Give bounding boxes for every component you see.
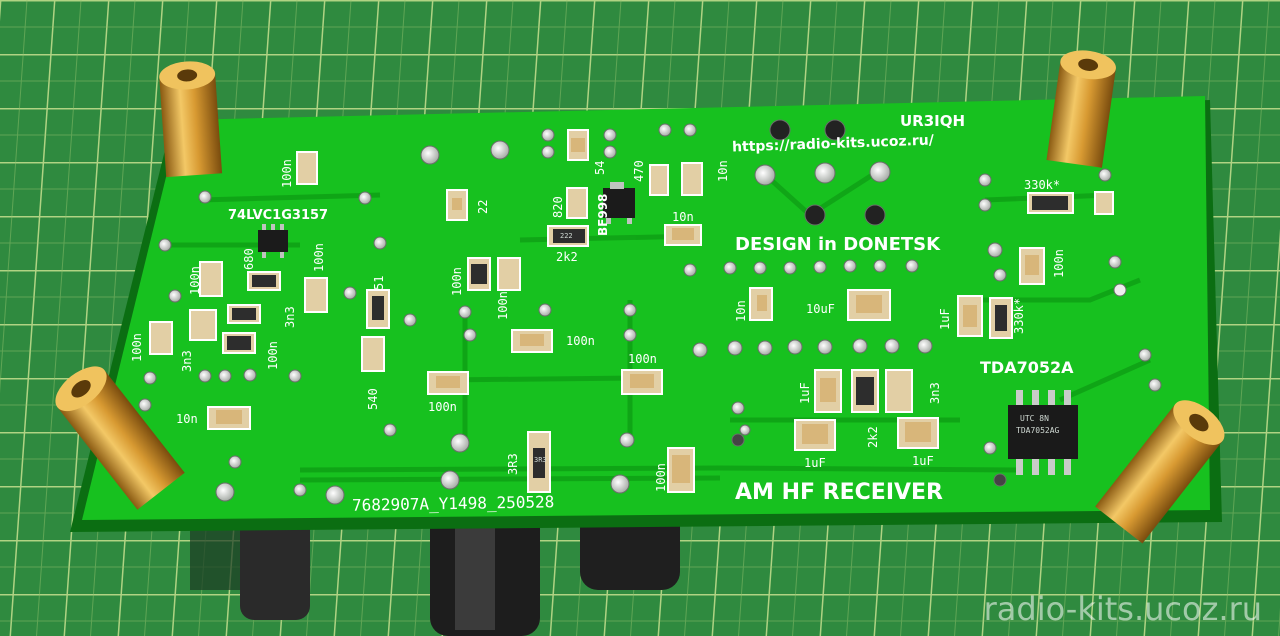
label-100n-k: 100n [654, 463, 668, 492]
label-680: 680 [242, 248, 256, 270]
chip-marking-2: TDA7052AG [1016, 426, 1060, 435]
label-540: 540 [366, 388, 380, 410]
label-10n-a: 10n [716, 160, 730, 182]
label-51: 51 [372, 275, 386, 290]
smd-marking-3R3: 3R3 [534, 456, 547, 464]
design-note: DESIGN in DONETSK [735, 234, 941, 255]
label-100-r: 100n [450, 267, 464, 296]
tda7052a-chip [1008, 405, 1078, 459]
smd-marking-222: 222 [560, 232, 573, 240]
label-10n-b: 10n [672, 210, 694, 224]
label-3n3-c: 3n3 [928, 382, 942, 404]
label-100n-c: 100n [312, 243, 326, 272]
label-100n-g: 100n [496, 291, 510, 320]
label-100n-h: 100n [566, 334, 595, 348]
ic-label-switch: 74LVC1G3157 [228, 208, 329, 223]
smd-components [149, 129, 1114, 493]
pads [138, 119, 1162, 505]
brass-standoffs [55, 50, 1225, 544]
chip-marking-1: UTC 8N [1020, 414, 1049, 423]
label-820: 820 [551, 196, 565, 218]
label-100n-j: 100n [628, 352, 657, 366]
author-callsign: UR3IQH [900, 112, 966, 130]
label-1uF-b: 1uF [798, 382, 812, 404]
label-1uF-d: 1uF [912, 454, 934, 468]
label-470: 470 [632, 160, 646, 182]
label-22: 22 [476, 199, 490, 214]
ic-chips [258, 182, 1078, 475]
label-100n-d: 100n [130, 333, 144, 362]
label-10n-c: 10n [176, 412, 198, 426]
label-2k2-a: 2k2 [556, 250, 578, 264]
board-title: AM HF RECEIVER [735, 480, 944, 505]
label-100n-i: 100n [428, 400, 457, 414]
label-54: 54 [593, 160, 607, 175]
ic-label-amp: TDA7052A [980, 358, 1074, 377]
label-330k-b: 330k* [1024, 178, 1061, 192]
label-10uF: 10uF [806, 302, 835, 316]
label-10n-d: 10n [734, 300, 748, 322]
label-100n-e: 100n [266, 341, 280, 370]
label-2k2-b: 2k2 [866, 426, 880, 448]
label-100n-l: 100n [1052, 249, 1066, 278]
board-serial: 7682907A_Y1498_250528 [351, 492, 555, 515]
label-3R3: 3R3 [506, 453, 520, 475]
label-100n-b: 100n [188, 266, 202, 295]
label-3n3-b: 3n3 [180, 350, 194, 372]
label-100n-a: 100n [280, 159, 294, 188]
label-1uF-a: 1uF [938, 308, 952, 330]
label-330k-a: 330k* [1012, 297, 1026, 334]
label-3n3-a: 3n3 [283, 306, 297, 328]
label-1uF-c: 1uF [804, 456, 826, 470]
transistor-label: BF998 [596, 193, 610, 236]
watermark: radio-kits.ucoz.ru [983, 590, 1262, 628]
